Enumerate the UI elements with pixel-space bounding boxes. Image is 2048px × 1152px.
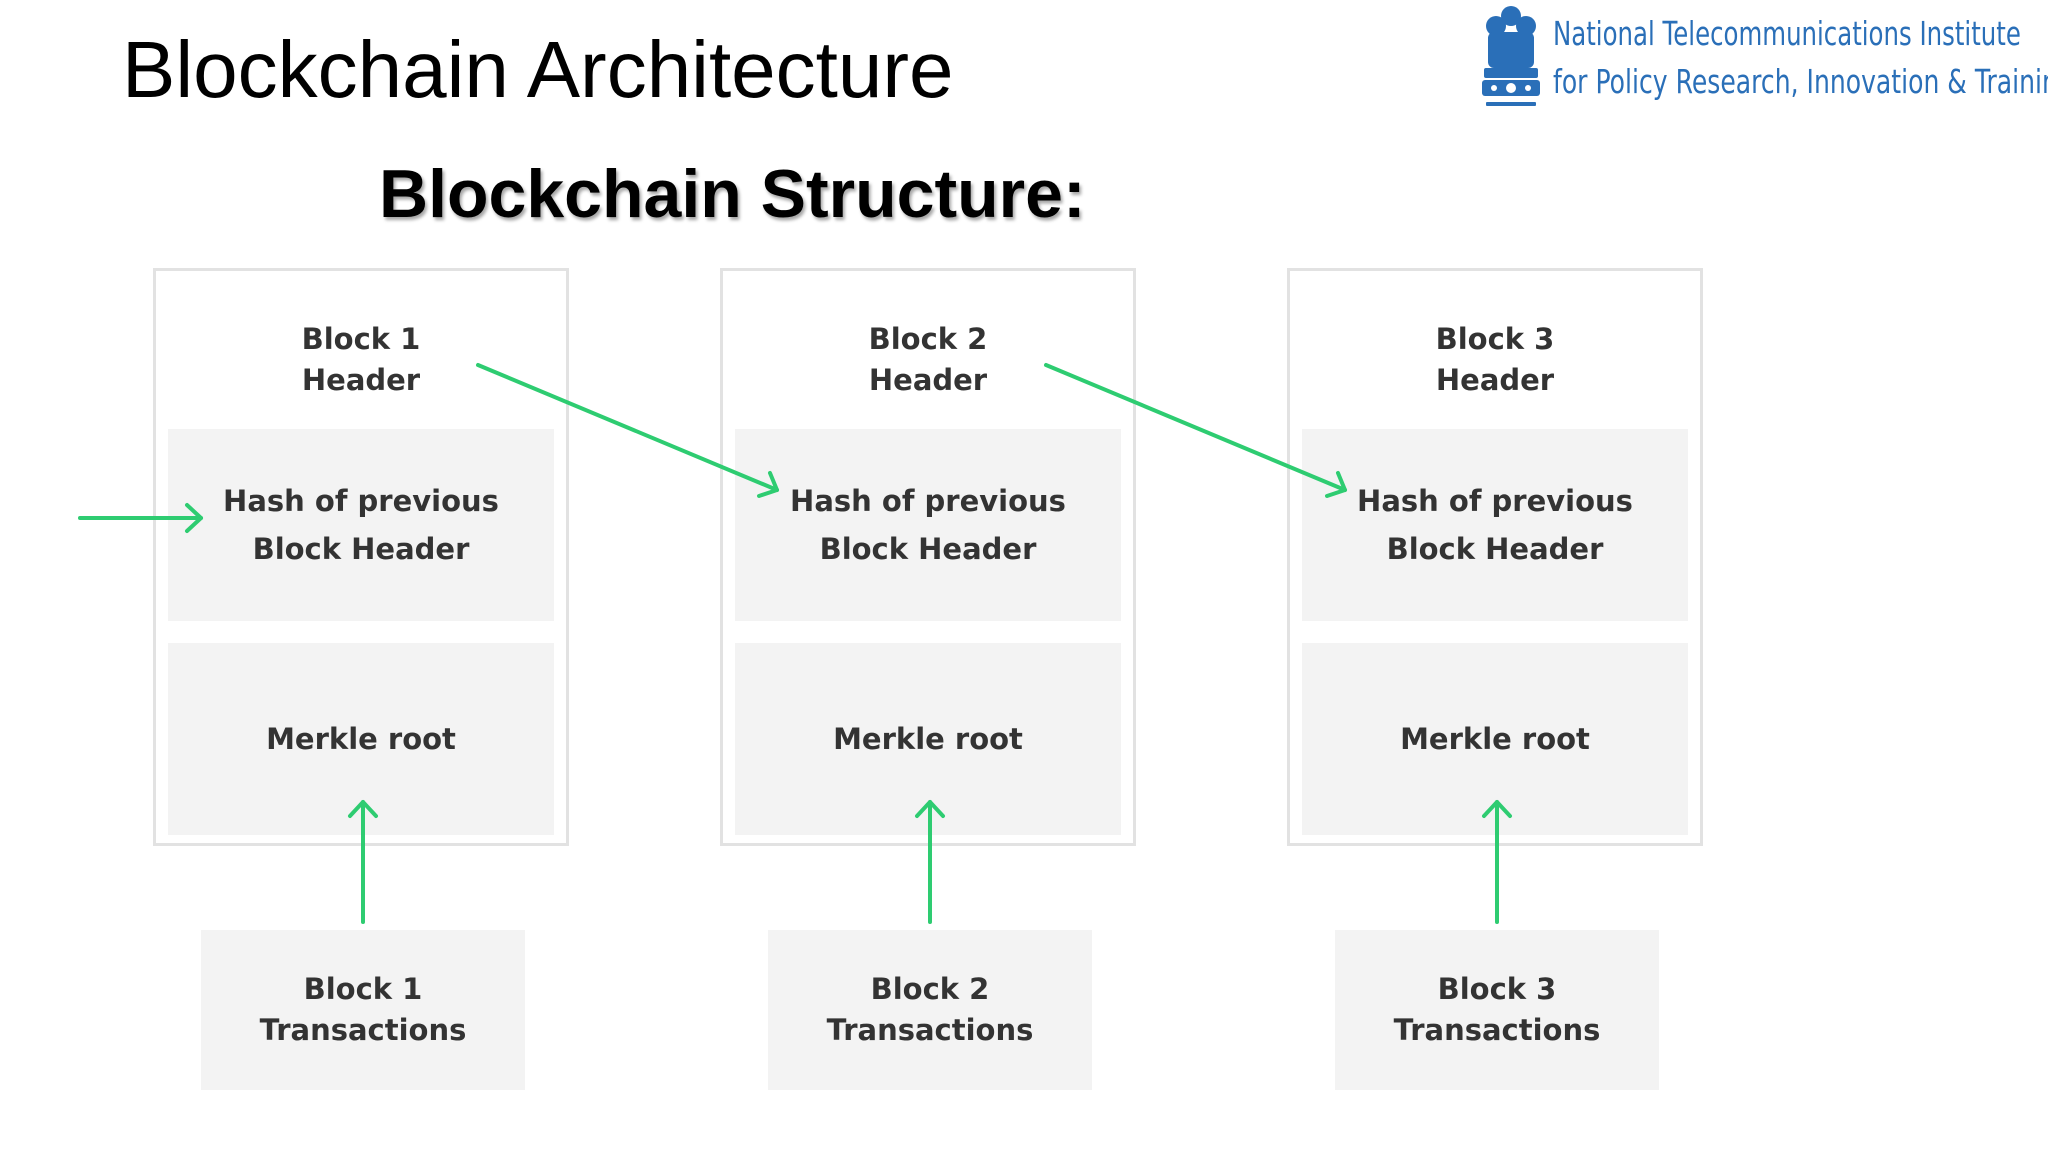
transactions-label: Block 2 Transactions [826, 972, 1034, 1047]
organization-name-line2: for Policy Research, Innovation & Traini… [1553, 62, 2048, 101]
slide-title: Blockchain Architecture [122, 25, 954, 114]
hash-of-previous-box: Hash of previous Block Header [168, 429, 554, 621]
diagram-subtitle: Blockchain Structure: [379, 156, 1086, 232]
hash-of-previous-box: Hash of previous Block Header [1302, 429, 1688, 621]
organization-name-line1: National Telecommunications Institute [1553, 14, 2021, 53]
organization-logo: National Telecommunications Institute fo… [1470, 0, 2048, 125]
hash-of-previous-box: Hash of previous Block Header [735, 429, 1121, 621]
transactions-label: Block 1 Transactions [259, 972, 467, 1047]
block-1-transactions-box: Block 1 Transactions [201, 930, 525, 1090]
hash-of-previous-label: Hash of previous Block Header [790, 484, 1066, 566]
block-1: Block 1 Header Hash of previous Block He… [153, 268, 569, 846]
block-2-transactions-box: Block 2 Transactions [768, 930, 1092, 1090]
block-3-transactions-box: Block 3 Transactions [1335, 930, 1659, 1090]
hash-of-previous-label: Hash of previous Block Header [223, 484, 499, 566]
merkle-root-label: Merkle root [833, 722, 1023, 756]
block-2: Block 2 Header Hash of previous Block He… [720, 268, 1136, 846]
hash-of-previous-label: Hash of previous Block Header [1357, 484, 1633, 566]
merkle-root-box: Merkle root [168, 643, 554, 835]
merkle-root-label: Merkle root [1400, 722, 1590, 756]
india-state-emblem-icon [1482, 6, 1540, 106]
merkle-root-label: Merkle root [266, 722, 456, 756]
merkle-root-box: Merkle root [735, 643, 1121, 835]
block-header-label: Block 2 Header [868, 322, 988, 397]
merkle-root-box: Merkle root [1302, 643, 1688, 835]
block-header-label: Block 3 Header [1435, 322, 1555, 397]
transactions-label: Block 3 Transactions [1393, 972, 1601, 1047]
block-header-label: Block 1 Header [301, 322, 421, 397]
block-3: Block 3 Header Hash of previous Block He… [1287, 268, 1703, 846]
